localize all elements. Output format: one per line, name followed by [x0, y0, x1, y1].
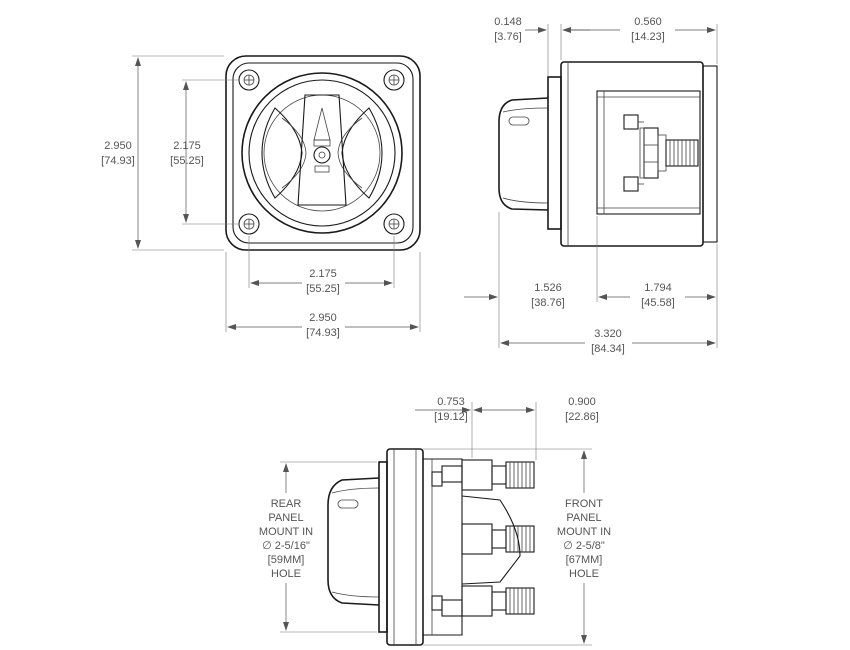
terminal-nut: [643, 127, 659, 179]
body-depth-inch: 0.560: [634, 16, 662, 28]
overall-depth-inch: 3.320: [594, 328, 622, 340]
side-view: [498, 61, 718, 247]
front-note-line-6: HOLE: [569, 568, 599, 580]
flange-inch: 0.148: [494, 16, 522, 28]
bottom-dim-b-mm: [22.86]: [565, 411, 599, 423]
overall-depth-mm: [84.34]: [591, 343, 625, 355]
knob-depth-inch: 1.526: [534, 282, 562, 294]
stud-bottom: [623, 176, 639, 192]
front-note-line-1: FRONT: [565, 498, 603, 510]
terminal-post-top: [461, 459, 535, 491]
terminal-post-middle: [461, 523, 535, 555]
bottom-dim-b-inch: 0.900: [568, 396, 596, 408]
side-flange: [547, 76, 562, 230]
bolt-height-mm: [55.25]: [170, 155, 204, 167]
dial-bezel: [241, 72, 403, 234]
front-view-dimensions: [132, 55, 421, 332]
rear-note-line-3: MOUNT IN: [259, 526, 313, 538]
rear-note-line-4: ∅ 2-5/16": [262, 540, 310, 552]
rear-note-line-6: HOLE: [271, 568, 301, 580]
stud-top: [623, 114, 639, 130]
rear-note-line-5: [59MM]: [268, 554, 305, 566]
front-note-line-3: MOUNT IN: [557, 526, 611, 538]
side-knob: [498, 97, 549, 211]
knob-lobe-left: [261, 107, 303, 199]
body-depth-mm: [14.23]: [631, 31, 665, 43]
bottom-view: [327, 448, 535, 646]
front-view: [225, 55, 421, 251]
front-panel-note: FRONT PANEL MOUNT IN ∅ 2-5/8" [67MM] HOL…: [557, 498, 611, 580]
mounting-hole-bottom-left: [238, 213, 260, 235]
bottom-rear-cover: [461, 495, 521, 585]
overall-width-mm: [74.93]: [306, 327, 340, 339]
bolt-height-inch: 2.175: [173, 140, 201, 152]
left-height-inch: 2.950: [104, 140, 132, 152]
knob-grip: [297, 94, 347, 206]
rear-panel-note: REAR PANEL MOUNT IN ∅ 2-5/16" [59MM] HOL…: [259, 498, 313, 580]
bottom-housing: [386, 448, 424, 646]
side-rear-plate: [702, 65, 718, 243]
bolt-width-mm: [55.25]: [306, 283, 340, 295]
knob-center-lock: [313, 146, 331, 164]
flange-mm: [3.76]: [494, 31, 522, 43]
bottom-view-dimensions: [280, 402, 592, 646]
left-height-mm: [74.93]: [101, 155, 135, 167]
side-knob-slot: [508, 116, 530, 126]
bottom-knob: [327, 477, 380, 606]
bottom-dim-a-mm: [19.12]: [434, 411, 468, 423]
mounting-hole-top-right: [383, 69, 405, 91]
bottom-knob-slot: [337, 499, 359, 509]
front-note-line-5: [67MM]: [566, 554, 603, 566]
mounting-hole-top-left: [238, 69, 260, 91]
threaded-post: [665, 139, 699, 167]
bolt-width-inch: 2.175: [309, 268, 337, 280]
bottom-flange: [378, 461, 388, 633]
dial-face: [263, 94, 381, 212]
knob-pointer: [313, 107, 331, 141]
knob-lobe-right: [341, 107, 383, 199]
front-note-line-4: ∅ 2-5/8": [563, 540, 605, 552]
knob-depth-mm: [38.76]: [531, 297, 565, 309]
front-housing-inner: [232, 62, 414, 244]
side-window: [596, 90, 701, 215]
side-view-dimensions: [464, 24, 718, 348]
rear-note-line-1: REAR: [271, 498, 302, 510]
terminal-post-bottom: [461, 585, 535, 617]
rear-depth-inch: 1.794: [644, 282, 672, 294]
mounting-hole-bottom-right: [383, 213, 405, 235]
rear-note-line-2: PANEL: [268, 512, 303, 524]
overall-width-inch: 2.950: [309, 312, 337, 324]
bottom-dim-a-inch: 0.753: [437, 396, 465, 408]
front-note-line-2: PANEL: [566, 512, 601, 524]
front-housing-outer: [225, 55, 421, 251]
dial-ring: [248, 79, 396, 227]
rear-depth-mm: [45.58]: [641, 297, 675, 309]
